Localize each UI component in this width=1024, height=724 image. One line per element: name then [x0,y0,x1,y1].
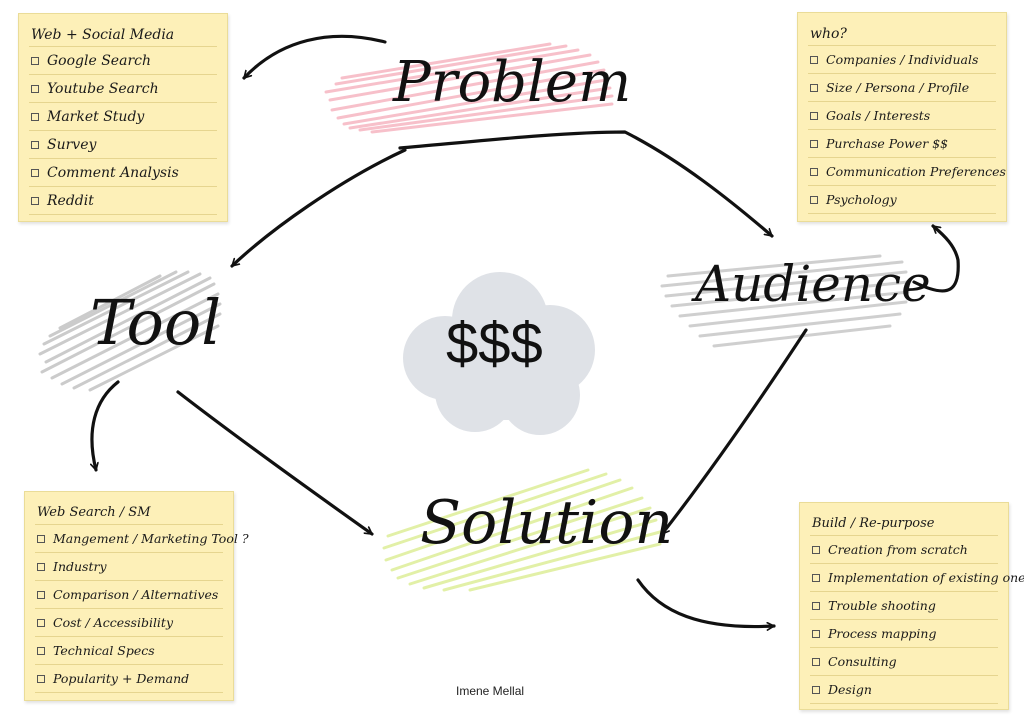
checkbox-icon [37,674,45,683]
audience-label: Audience [695,255,931,313]
checkbox-icon [810,111,818,120]
checkbox-icon [31,196,39,205]
checkbox-icon [812,573,820,582]
solution-item-label: Design [828,682,872,697]
arrow-problem-to-research [242,34,387,80]
list-item: Process mapping [810,620,998,648]
audience-note-title: who? [808,23,996,46]
arrow-problem-to-tool [230,148,407,268]
solution-note-title: Build / Re-purpose [810,513,998,536]
tool-item-label: Industry [53,559,107,574]
list-item: Communication Preferences [808,158,1006,186]
checkbox-icon [812,629,820,638]
money-cloud [403,272,595,435]
solution-label: Solution [420,488,674,558]
tool-item-label: Comparison / Alternatives [53,587,219,602]
research-item-label: Reddit [47,192,94,209]
research-item-label: Youtube Search [47,80,159,97]
checkbox-icon [37,618,45,627]
checkbox-icon [37,646,45,655]
list-item: Comparison / Alternatives [35,581,223,609]
audience-item-label: Purchase Power $$ [826,136,949,151]
checkbox-icon [812,657,820,666]
research-item-label: Google Search [47,52,151,69]
research-note-title: Web + Social Media [29,24,217,47]
list-item: Youtube Search [29,75,217,103]
list-item: Psychology [808,186,996,214]
research-sticky-note: Web + Social Media Google Search Youtube… [18,13,228,222]
checkbox-icon [37,562,45,571]
list-item: Companies / Individuals [808,46,996,74]
checkbox-icon [31,140,39,149]
solution-item-label: Consulting [828,654,897,669]
list-item: Cost / Accessibility [35,609,223,637]
author-signature: Imene Mellal [456,684,525,698]
tool-item-label: Technical Specs [53,643,155,658]
arrow-solution-to-build-note [636,578,776,627]
list-item: Industry [35,553,223,581]
solution-item-label: Creation from scratch [828,542,968,557]
tool-item-label: Cost / Accessibility [53,615,174,630]
list-item: Mangement / Marketing Tool ? [35,525,249,553]
problem-label: Problem [393,50,632,115]
checkbox-icon [37,590,45,599]
solution-highlight [382,468,662,592]
checkbox-icon [31,112,39,121]
list-item: Trouble shooting [810,592,998,620]
audience-sticky-note: who? Companies / Individuals Size / Pers… [797,12,1007,222]
checkbox-icon [810,55,818,64]
money-label: $$$ [446,311,543,376]
checkbox-icon [37,534,45,543]
list-item: Technical Specs [35,637,223,665]
problem-highlight [324,42,614,134]
tool-note-title: Web Search / SM [35,502,223,525]
arrow-problem-to-audience-and-tool [398,130,774,238]
audience-item-label: Goals / Interests [826,108,931,123]
arrow-audience-to-who-note [912,224,960,293]
checkbox-icon [812,545,820,554]
solution-sticky-note: Build / Re-purpose Creation from scratch… [799,502,1024,710]
arrow-audience-to-solution [660,328,808,536]
arrow-tool-to-solution [176,390,374,536]
tool-highlight [38,270,222,392]
tool-label: Tool [90,286,222,359]
list-item: Consulting [810,648,998,676]
arrow-tool-to-tool-note [92,380,120,472]
list-item: Design [810,676,998,704]
checkbox-icon [31,84,39,93]
audience-item-label: Psychology [826,192,897,207]
research-item-label: Survey [47,136,97,153]
checkbox-icon [810,83,818,92]
solution-item-label: Process mapping [828,626,937,641]
list-item: Size / Persona / Profile [808,74,996,102]
tool-sticky-note: Web Search / SM Mangement / Marketing To… [24,491,249,701]
checkbox-icon [31,56,39,65]
list-item: Implementation of existing one [810,564,1024,592]
checkbox-icon [810,195,818,204]
list-item: Popularity + Demand [35,665,223,693]
audience-item-label: Size / Persona / Profile [826,80,970,95]
list-item: Survey [29,131,217,159]
list-item: Purchase Power $$ [808,130,996,158]
solution-item-label: Implementation of existing one [828,570,1024,585]
checkbox-icon [31,168,39,177]
checkbox-icon [812,601,820,610]
audience-item-label: Communication Preferences [826,164,1006,179]
list-item: Comment Analysis [29,159,217,187]
list-item: Market Study [29,103,217,131]
list-item: Google Search [29,47,217,75]
solution-item-label: Trouble shooting [828,598,936,613]
research-item-label: Market Study [47,108,145,125]
audience-item-label: Companies / Individuals [826,52,979,67]
list-item: Creation from scratch [810,536,998,564]
tool-item-label: Popularity + Demand [53,671,190,686]
research-item-label: Comment Analysis [47,164,179,181]
checkbox-icon [812,685,820,694]
checkbox-icon [810,167,818,176]
tool-item-label: Mangement / Marketing Tool ? [53,531,249,546]
list-item: Goals / Interests [808,102,996,130]
checkbox-icon [810,139,818,148]
list-item: Reddit [29,187,217,215]
